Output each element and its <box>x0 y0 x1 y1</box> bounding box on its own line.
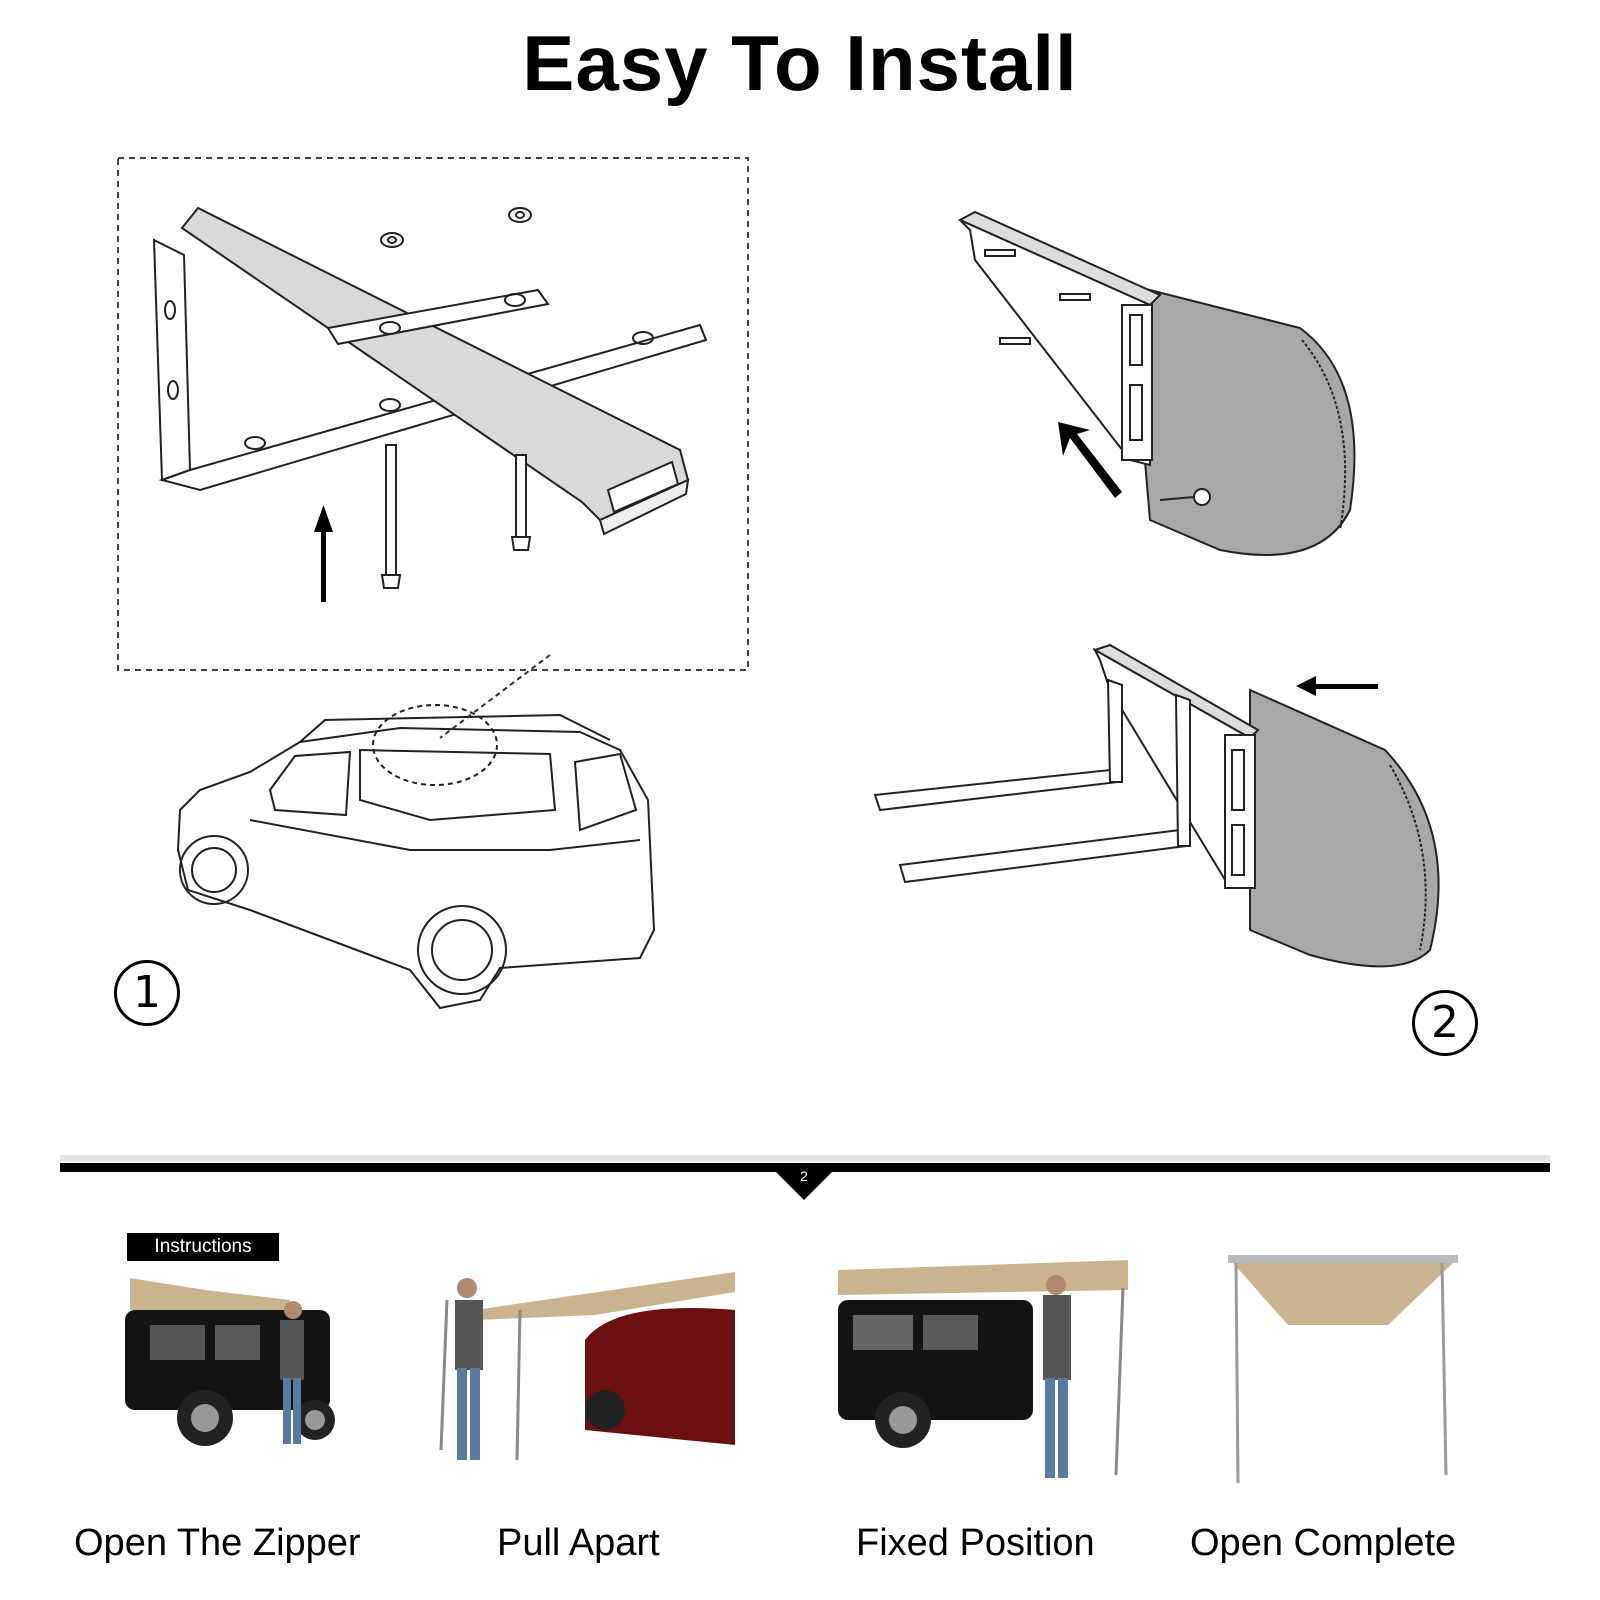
photo-fixed-position <box>838 1260 1138 1485</box>
up-arrow-icon <box>314 505 333 602</box>
awning-bag-top <box>957 210 1356 556</box>
arrow-up-left-icon <box>1058 422 1122 498</box>
caption-fixed-position: Fixed Position <box>856 1522 1095 1564</box>
divider-shadow <box>60 1155 1550 1161</box>
nut-icon <box>380 207 532 248</box>
step-one-illustration: 1 <box>80 150 780 1080</box>
detail-box <box>117 157 749 671</box>
bolt-icon <box>380 444 532 589</box>
photo-open-the-zipper <box>125 1270 340 1450</box>
mounting-plate <box>326 288 550 346</box>
page-title: Easy To Install <box>522 19 1078 107</box>
instructions-badge: Instructions <box>127 1233 279 1261</box>
awning-rail <box>180 206 690 536</box>
caption-open-complete: Open Complete <box>1190 1522 1457 1564</box>
photo-open-complete <box>1228 1255 1468 1485</box>
divider-marker <box>774 1170 834 1200</box>
awning-bag-bottom <box>1092 643 1440 968</box>
caption-pull-apart: Pull Apart <box>497 1522 660 1564</box>
section-divider <box>60 1163 1550 1172</box>
caption-open-the-zipper: Open The Zipper <box>74 1522 361 1564</box>
suv-drawing <box>176 704 656 1010</box>
photo-pull-apart <box>435 1270 735 1465</box>
step-two-number: 2 <box>1412 990 1478 1056</box>
arrow-left-icon <box>1296 676 1378 696</box>
l-bracket <box>152 238 708 492</box>
brackets <box>873 678 1191 884</box>
step-two-illustration: 2 <box>860 190 1480 1070</box>
step-one-number: 1 <box>114 960 180 1026</box>
divider-marker-label: 2 <box>800 1168 808 1184</box>
